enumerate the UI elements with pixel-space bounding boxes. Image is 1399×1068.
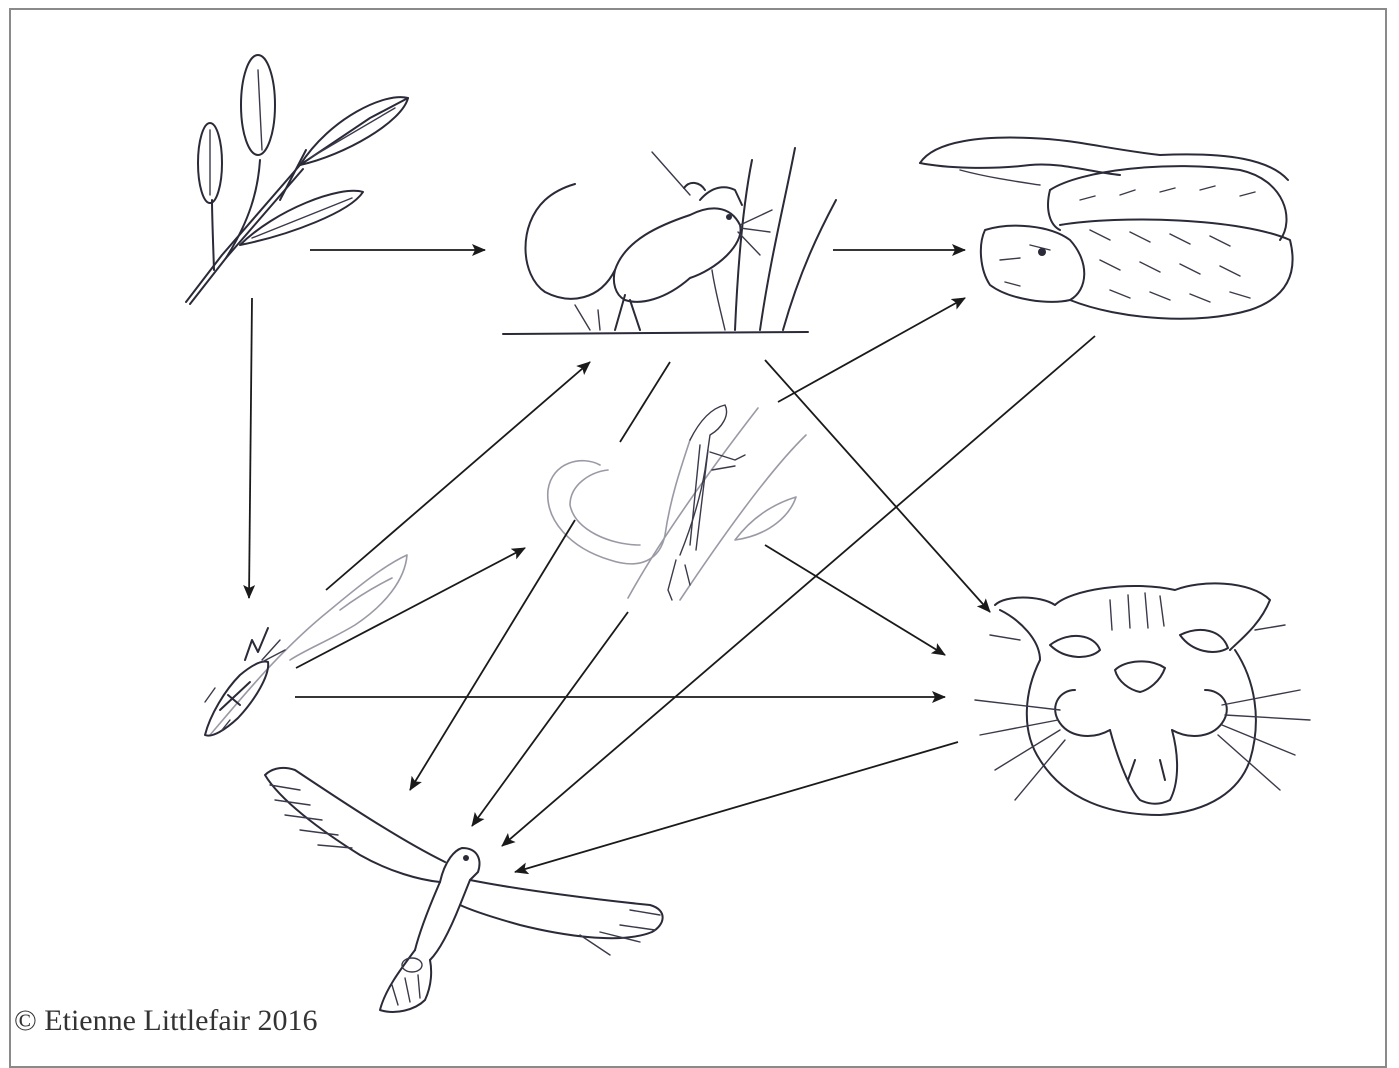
arrow-lizard-to-snake [778,298,965,402]
copyright-notice: © Etienne Littlefair 2016 [14,1004,318,1038]
arrow-snake-to-eagle [502,336,1095,846]
food-web-diagram [0,0,1399,1039]
snake-icon [920,138,1293,319]
wildcat-icon [975,583,1310,815]
mouse-icon [503,148,836,334]
arrow-grasshopper-to-lizard [296,548,525,668]
arrow-lizard-to-wildcat [765,545,945,655]
arrow-lizard-to-eagle [472,612,628,826]
arrow-mouse-to-eagle [410,520,575,790]
grasshopper-icon [205,555,407,736]
arrow-mouse-to-wildcat [765,360,990,612]
arrow-plant-to-grasshopper [249,298,252,598]
arrow-wildcat-to-eagle [515,742,958,872]
leafy-plant-icon [186,55,408,304]
arrow-mouse-to-eagle-upper [620,362,670,442]
arrow-grasshopper-to-mouse [326,362,590,590]
eagle-icon [265,768,663,1012]
lizard-icon [548,405,806,600]
food-web-arrows [249,250,1095,872]
